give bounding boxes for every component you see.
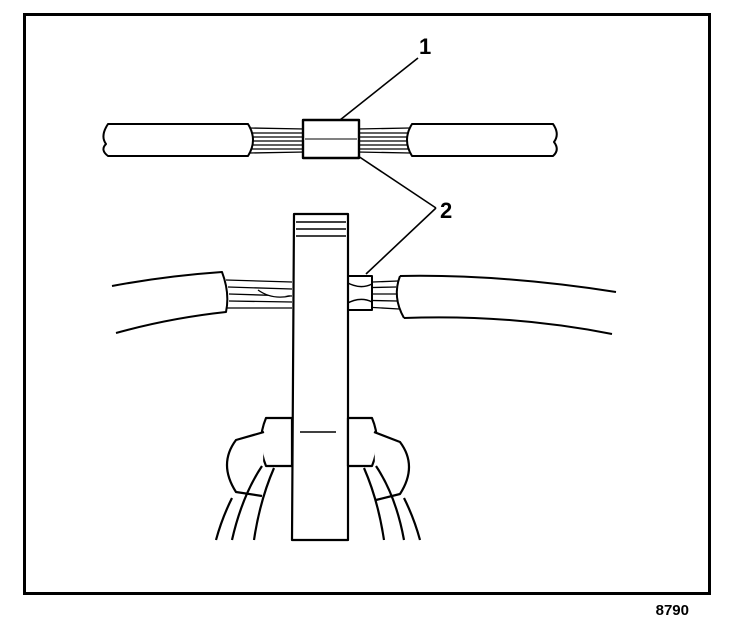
leader-1 (339, 57, 419, 121)
crimper-jaw-ridges (296, 221, 346, 237)
left-outer-knuckle (225, 430, 265, 498)
lower-right-insulation-end (395, 275, 405, 319)
right-handle (362, 465, 406, 541)
callout-label-1: 1 (419, 34, 432, 59)
right-outer-knuckle (373, 430, 411, 502)
right-pivot-block (346, 416, 379, 468)
left-pivot-block (259, 416, 294, 468)
upper-right-insulation (406, 123, 558, 157)
figure-number: 8790 (655, 602, 689, 619)
lower-right-insulation-bottom (403, 316, 613, 335)
upper-spliced-wire (102, 118, 558, 160)
lower-wires (111, 271, 617, 335)
upper-right-strands (356, 127, 411, 154)
lower-right-insulation (399, 274, 617, 293)
leader-lines (339, 57, 437, 275)
crimper-jaw (290, 212, 350, 542)
upper-left-insulation (102, 123, 254, 157)
leader-2-upper (357, 155, 437, 209)
lower-left-insulation (111, 271, 229, 334)
lower-left-strands (225, 279, 293, 309)
upper-left-strands (249, 127, 306, 154)
crimping-tool (214, 212, 422, 542)
leader-2-lower (365, 207, 437, 275)
callout-label-2: 2 (440, 198, 453, 223)
left-handle (230, 465, 276, 541)
